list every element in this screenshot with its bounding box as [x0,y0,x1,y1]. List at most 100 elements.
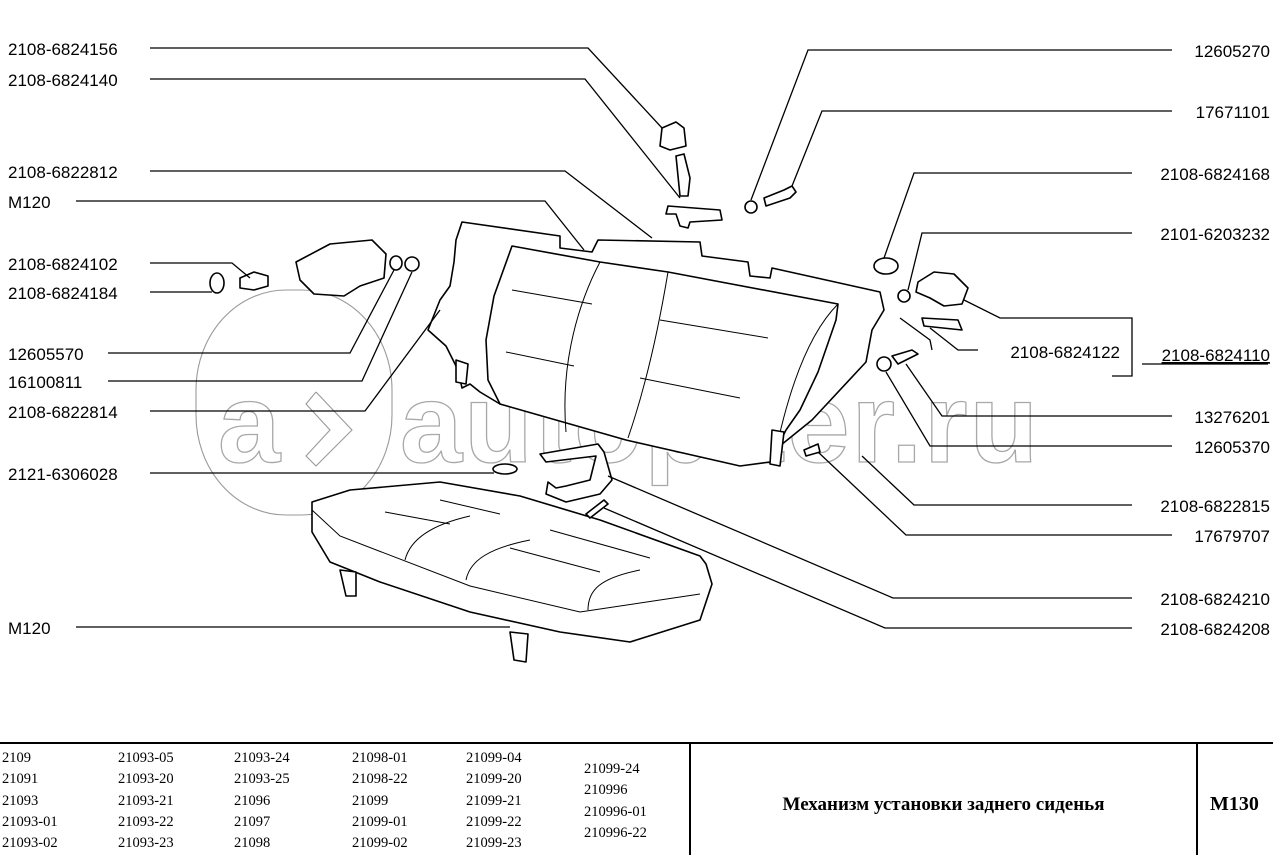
seat-cushion-assembly [311,481,713,663]
model-code: 21093-01 [2,813,58,830]
leader-line [861,455,1132,506]
leader-line [885,371,1172,447]
callout-label[interactable]: 12605570 [8,345,84,364]
leader-line [150,309,441,412]
seat-cushion-bracket [509,631,529,663]
model-code: 21098-22 [352,771,408,788]
callout-label[interactable]: 2108-6824122 [1010,343,1120,362]
callout-label[interactable]: 2121-6306028 [8,465,118,484]
seat-cushion-stripe [509,547,601,573]
callout-label[interactable]: 17679707 [1194,527,1270,546]
callouts-left: 2108-6824156 2108-6824140 2108-6822812 M… [8,40,118,638]
part-lock-rod [675,153,691,197]
seat-cushion-seam [465,539,531,581]
model-code: 21099-01 [352,813,408,830]
model-code: 21093-24 [234,750,290,766]
leader-line [607,475,1132,599]
model-code: 2109 [2,750,31,766]
hardware-parts [209,121,969,519]
model-code: 21096 [234,792,271,809]
section-code: M130 [1210,793,1259,815]
callout-label[interactable]: 2108-6824208 [1160,620,1270,639]
leader-line [750,49,1172,201]
leader-line [963,299,1133,322]
callout-label[interactable]: 12605270 [1194,42,1270,61]
leader-line [150,170,653,239]
seat-back-stripe [505,351,575,367]
leader-lines [76,47,1172,629]
leader-line [791,110,1172,187]
part-bumper [873,257,899,275]
leader-line [883,172,1132,259]
callout-label[interactable]: 17671101 [1196,103,1270,122]
watermark-logo-frame [195,289,393,516]
model-code: 21098-01 [352,750,408,766]
seat-back-bracket [455,359,469,385]
watermark-chevron-icon [305,391,353,467]
leader-line [907,232,1132,291]
callout-label[interactable]: 2108-6824140 [8,71,118,90]
callout-label[interactable]: 2108-6824168 [1160,165,1270,184]
leader-line [603,507,1132,629]
callout-label[interactable]: 2108-6822814 [8,403,118,422]
callout-label[interactable]: 2108-6822815 [1160,497,1270,516]
callout-label[interactable]: 2108-6824156 [8,40,118,59]
seat-back-stripe [639,377,741,399]
model-code: 21093-25 [234,771,290,788]
callout-label[interactable]: 13276201 [1194,408,1270,427]
part-washer [744,200,758,214]
leader-line [150,262,251,279]
title-cell: Механизм установки заднего сиденья [689,744,1198,855]
model-column: 2109 21091 21093 21093-01 21093-02 [2,748,58,854]
callout-label[interactable]: M120 [8,619,51,638]
part-spring [585,499,609,519]
model-code: 210996-22 [584,824,647,841]
model-column: 21098-01 21098-22 21099 21099-01 21099-0… [352,748,408,854]
leader-line [76,200,585,251]
model-code: 21097 [234,813,271,830]
part-lock-lever [665,205,723,229]
callout-label[interactable]: 2108-6822812 [8,163,118,182]
seat-back-stripe [659,319,769,339]
model-code: 21098 [234,835,271,852]
seat-back-assembly [427,221,885,467]
model-code: 21093-02 [2,835,58,852]
part-handle-cap [659,121,687,151]
seat-back-stripe [511,289,593,305]
callout-label[interactable]: M120 [8,193,51,212]
leader-line [150,47,663,129]
watermark-logo-letter: a [218,361,282,486]
code-cell: M130 [1196,744,1273,855]
leader-line [899,317,933,351]
model-code: 210996-01 [584,803,647,820]
part-bolt [891,349,919,365]
callout-label[interactable]: 2108-6824184 [8,284,118,303]
callout-label[interactable]: 16100811 [8,373,82,392]
page-title: Механизм установки заднего сиденья [782,793,1105,815]
callout-label[interactable]: 2108-6824102 [8,255,118,274]
seat-cushion-bracket [339,569,357,597]
seat-back-seam [564,261,601,433]
seat-cushion-seam [587,569,641,611]
seat-cushion-stripe [384,511,451,525]
model-code: 21099-04 [466,750,522,766]
part-washer [876,356,892,372]
callout-label-group[interactable]: 2108-6824110 [1162,346,1270,365]
leader-line [929,327,978,351]
seat-back-bracket [769,429,785,467]
leader-line [150,78,681,199]
callout-label[interactable]: 2108-6824210 [1160,590,1270,609]
model-code: 21091 [2,771,39,788]
part-tube [492,463,518,475]
part-screw [763,185,797,207]
model-code: 21093-05 [118,750,174,766]
part-nut [389,255,403,271]
callout-label[interactable]: 2101-6203232 [1160,225,1270,244]
part-lock-bracket [295,239,387,297]
callout-label[interactable]: 12605370 [1194,438,1270,457]
part-bushing [209,272,225,294]
part-nut [897,289,911,303]
seat-cushion-stripe [439,499,501,515]
model-column: 21093-05 21093-20 21093-21 21093-22 2109… [118,748,174,854]
title-block: 2109 21091 21093 21093-01 21093-02 21093… [0,742,1273,855]
